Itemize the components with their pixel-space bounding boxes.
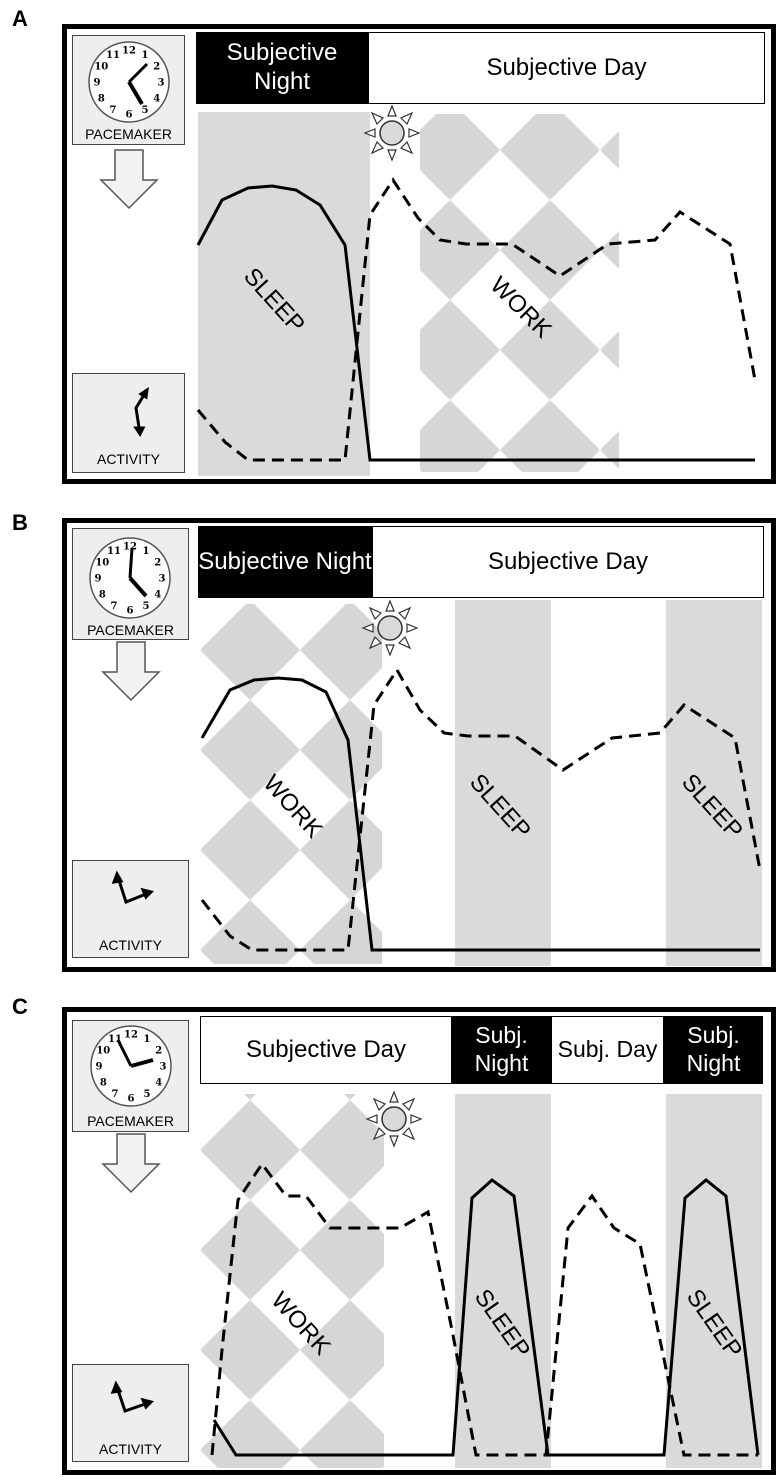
- panel-a-letter: A: [12, 6, 28, 31]
- phase-subj-day: Subj. Day: [551, 1016, 664, 1084]
- clock-numeral: 10: [94, 62, 108, 73]
- activity-hands-icon: [111, 870, 154, 904]
- clock-numeral: 7: [112, 1089, 119, 1100]
- clock-numeral: 3: [160, 1062, 167, 1073]
- phase-subjective-night: Subjective Night: [196, 32, 368, 104]
- activity-hands-icon: [110, 1380, 154, 1413]
- panel-c-letter: C: [12, 994, 28, 1019]
- clock-numeral: 8: [100, 1078, 107, 1089]
- sleep-region: [666, 600, 762, 966]
- activity-box: ACTIVITY: [72, 860, 189, 958]
- sleep-region: [455, 600, 551, 966]
- pacemaker-rhythm-curve: [212, 1178, 760, 1457]
- clock-numeral: 3: [158, 78, 165, 89]
- clock-numeral: 3: [159, 574, 166, 585]
- clock-numeral: 11: [107, 546, 121, 557]
- sleep-region: [666, 1094, 762, 1468]
- sun-icon: [364, 105, 420, 161]
- clock-numeral: 7: [110, 105, 117, 116]
- activity-box: ACTIVITY: [72, 1364, 189, 1462]
- phase-subjective-day: Subjective Day: [372, 526, 764, 598]
- clock-numeral: 5: [143, 601, 150, 612]
- activity-box: ACTIVITY: [72, 373, 185, 473]
- down-arrow-icon: [100, 149, 158, 209]
- pacemaker-label: PACEMAKER: [87, 622, 174, 638]
- clock-numeral: 2: [154, 558, 161, 569]
- pacemaker-rhythm-curve: [196, 184, 755, 462]
- clock-numeral: 4: [153, 94, 160, 105]
- activity-hands-icon: [133, 386, 149, 437]
- clock-numeral: 1: [143, 546, 150, 557]
- clock-numeral: 8: [98, 94, 105, 105]
- clock-numeral: 9: [95, 574, 102, 585]
- clock-numeral: 12: [122, 46, 136, 57]
- clock-numeral: 10: [96, 1046, 110, 1057]
- clock-numeral: 7: [111, 601, 118, 612]
- work-region: [200, 1094, 384, 1468]
- clock-numeral: 10: [95, 558, 109, 569]
- clock-numeral: 11: [106, 50, 120, 61]
- activity-label: ACTIVITY: [98, 1441, 162, 1457]
- activity-curve: [200, 667, 762, 952]
- work-region: [420, 114, 619, 472]
- phase-subjective-night: Subjective Night: [198, 526, 372, 598]
- activity-label: ACTIVITY: [96, 451, 160, 467]
- clock-numeral: 9: [96, 1062, 103, 1073]
- clock-numeral: 6: [127, 606, 134, 617]
- pacemaker-rhythm-curve: [200, 676, 760, 952]
- down-arrow-icon: [102, 641, 160, 701]
- clock-numeral: 5: [142, 105, 149, 116]
- phase-subjective-day: Subjective Day: [200, 1016, 452, 1084]
- panel-b-letter: B: [12, 510, 28, 535]
- activity-label: ACTIVITY: [98, 937, 162, 953]
- clock-numeral: 9: [94, 78, 101, 89]
- clock-numeral: 12: [123, 542, 137, 553]
- activity-curve: [196, 177, 757, 462]
- clock-numeral: 5: [144, 1089, 151, 1100]
- clock-numeral: 12: [124, 1030, 138, 1041]
- sun-icon: [366, 1091, 422, 1147]
- pacemaker-label: PACEMAKER: [85, 126, 172, 142]
- down-arrow-icon: [102, 1133, 160, 1193]
- phase-subjective-day: Subjective Day: [368, 32, 765, 104]
- clock-numeral: 4: [155, 1078, 162, 1089]
- phase-subj-night: Subj. Night: [664, 1016, 763, 1084]
- activity-curve: [210, 1161, 758, 1457]
- sleep-region: [198, 112, 370, 476]
- clock-numeral: 1: [142, 50, 149, 61]
- sleep-region: [455, 1094, 551, 1468]
- pacemaker-label: PACEMAKER: [87, 1113, 174, 1129]
- sun-icon: [362, 600, 418, 656]
- clock-numeral: 4: [154, 590, 161, 601]
- phase-subj-night: Subj. Night: [452, 1016, 551, 1084]
- clock-numeral: 1: [144, 1034, 151, 1045]
- clock-numeral: 2: [155, 1046, 162, 1057]
- clock-numeral: 11: [108, 1034, 122, 1045]
- clock-numeral: 8: [99, 590, 106, 601]
- clock-numeral: 2: [153, 62, 160, 73]
- clock-numeral: 6: [126, 110, 133, 121]
- clock-numeral: 6: [128, 1094, 135, 1105]
